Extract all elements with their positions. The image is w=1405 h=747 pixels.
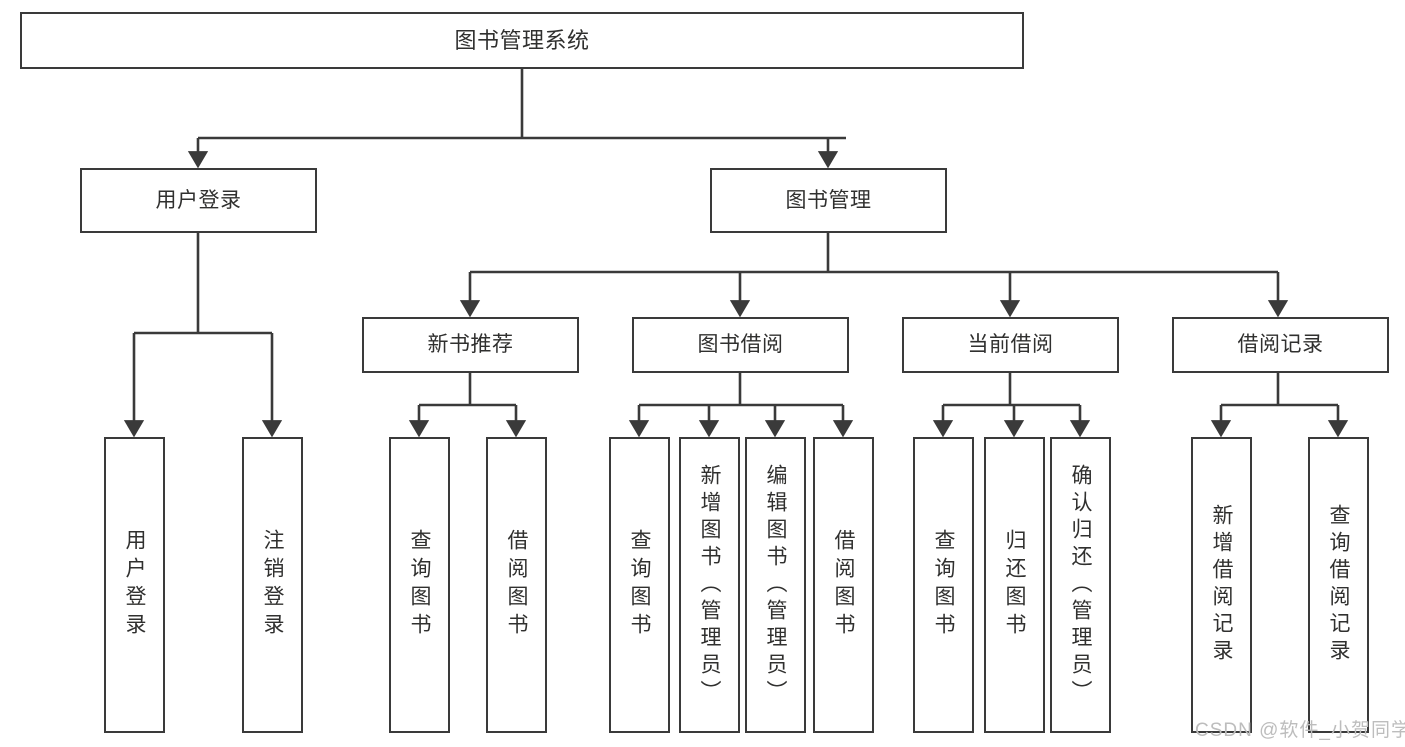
node-label: 当前借阅 xyxy=(967,333,1054,357)
node-label: 借阅记录 xyxy=(1237,333,1324,357)
node-label: 新增图书（管理员） xyxy=(698,463,721,707)
leaf-query-book-borrow[interactable]: 查询图书 xyxy=(609,437,670,733)
node-book-borrow[interactable]: 图书借阅 xyxy=(632,317,849,373)
node-label: 图书管理 xyxy=(785,188,872,212)
leaf-add-book-admin[interactable]: 新增图书（管理员） xyxy=(679,437,740,733)
leaf-return-book[interactable]: 归还图书 xyxy=(984,437,1045,733)
node-label: 用户登录 xyxy=(155,188,242,212)
leaf-borrow-book-rec[interactable]: 借阅图书 xyxy=(486,437,547,733)
leaf-edit-book-admin[interactable]: 编辑图书（管理员） xyxy=(745,437,806,733)
node-new-book-rec[interactable]: 新书推荐 xyxy=(362,317,579,373)
leaf-user-logout[interactable]: 注销登录 xyxy=(242,437,303,733)
node-label: 图书管理系统 xyxy=(454,27,590,53)
leaf-add-borrow-record[interactable]: 新增借阅记录 xyxy=(1191,437,1252,733)
leaf-query-book-current[interactable]: 查询图书 xyxy=(913,437,974,733)
leaf-borrow-book[interactable]: 借阅图书 xyxy=(813,437,874,733)
node-label: 借阅图书 xyxy=(505,529,528,641)
node-label: 查询图书 xyxy=(932,529,955,641)
node-label: 查询图书 xyxy=(628,529,651,641)
node-current-borrow[interactable]: 当前借阅 xyxy=(902,317,1119,373)
node-label: 借阅图书 xyxy=(832,529,855,641)
node-label: 查询图书 xyxy=(408,529,431,641)
node-label: 确认归还（管理员） xyxy=(1069,463,1092,707)
node-root-system[interactable]: 图书管理系统 xyxy=(20,12,1024,69)
node-label: 新增借阅记录 xyxy=(1210,504,1233,666)
node-label: 注销登录 xyxy=(261,529,284,641)
node-label: 新书推荐 xyxy=(427,333,514,357)
node-user-login[interactable]: 用户登录 xyxy=(80,168,317,233)
leaf-query-borrow-record[interactable]: 查询借阅记录 xyxy=(1308,437,1369,733)
node-label: 查询借阅记录 xyxy=(1327,504,1350,666)
watermark-csdn: CSDN @软件_小贺同学 xyxy=(1195,720,1405,741)
node-label: 编辑图书（管理员） xyxy=(764,463,787,707)
leaf-user-login[interactable]: 用户登录 xyxy=(104,437,165,733)
leaf-confirm-return-admin[interactable]: 确认归还（管理员） xyxy=(1050,437,1111,733)
node-borrow-records[interactable]: 借阅记录 xyxy=(1172,317,1389,373)
node-label: 归还图书 xyxy=(1003,529,1026,641)
leaf-query-book-rec[interactable]: 查询图书 xyxy=(389,437,450,733)
node-book-manage[interactable]: 图书管理 xyxy=(710,168,947,233)
node-label: 图书借阅 xyxy=(697,333,784,357)
node-label: 用户登录 xyxy=(123,529,146,641)
